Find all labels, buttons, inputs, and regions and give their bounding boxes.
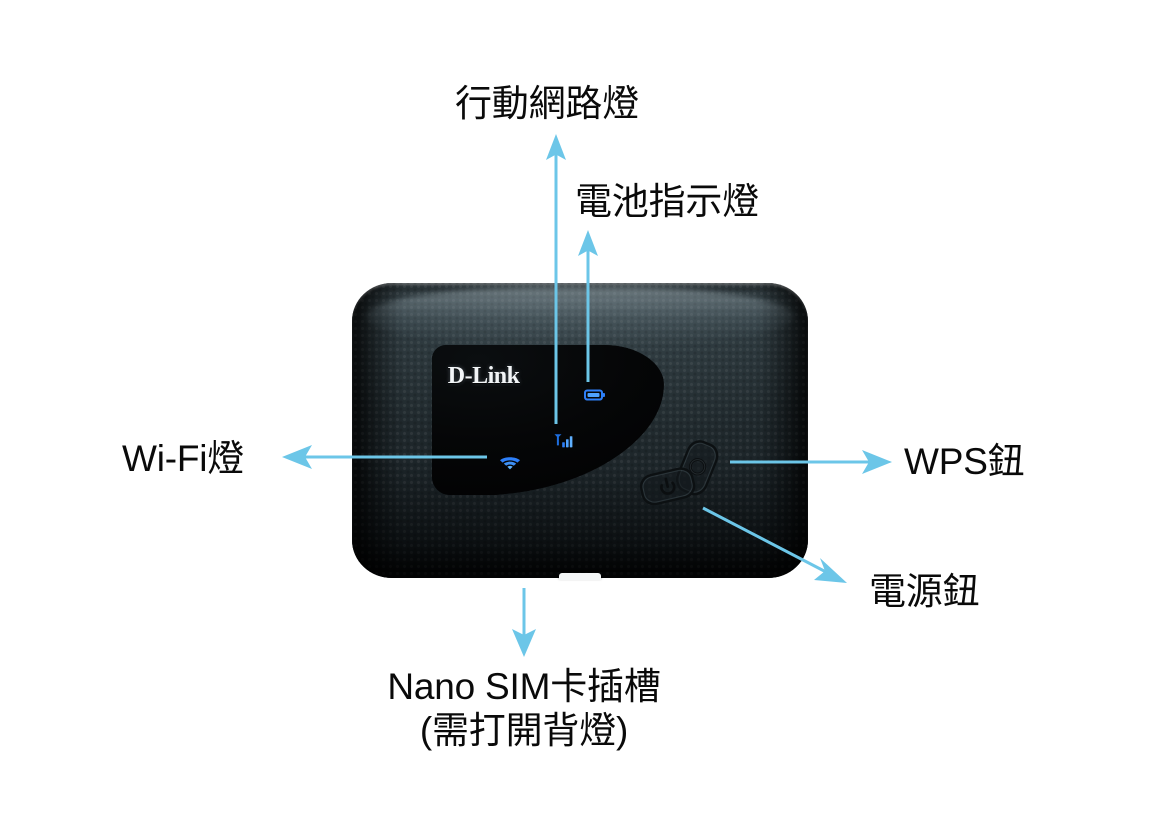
callout-label-power-button: 電源鈕 bbox=[869, 571, 980, 612]
nano-sim-label-line1: Nano SIM卡插槽 bbox=[387, 666, 661, 707]
callout-label-wps-button: WPS鈕 bbox=[904, 441, 1025, 482]
power-button-shape bbox=[639, 467, 695, 506]
device-body: D-Link bbox=[352, 283, 808, 578]
callout-label-battery-led: 電池指示燈 bbox=[575, 181, 759, 222]
signal-bars-led-icon bbox=[553, 433, 573, 456]
device-seam-line bbox=[363, 570, 797, 572]
callout-label-mobile-network-led: 行動網路燈 bbox=[455, 83, 639, 124]
dlink-mobile-router-device: D-Link bbox=[352, 283, 808, 580]
button-cluster bbox=[635, 436, 765, 528]
callout-label-wifi-led: Wi-Fi燈 bbox=[122, 438, 245, 479]
dlink-brand-logo: D-Link bbox=[447, 362, 520, 389]
wifi-led-icon bbox=[498, 455, 522, 476]
nano-sim-label-line2: (需打開背燈) bbox=[419, 709, 629, 751]
callout-label-nano-sim-slot: Nano SIM卡插槽 (需打開背燈) bbox=[0, 665, 1048, 752]
arrow-nano-sim-slot bbox=[512, 588, 536, 657]
sim-slot-notch bbox=[559, 573, 601, 580]
battery-led-icon bbox=[584, 387, 606, 408]
